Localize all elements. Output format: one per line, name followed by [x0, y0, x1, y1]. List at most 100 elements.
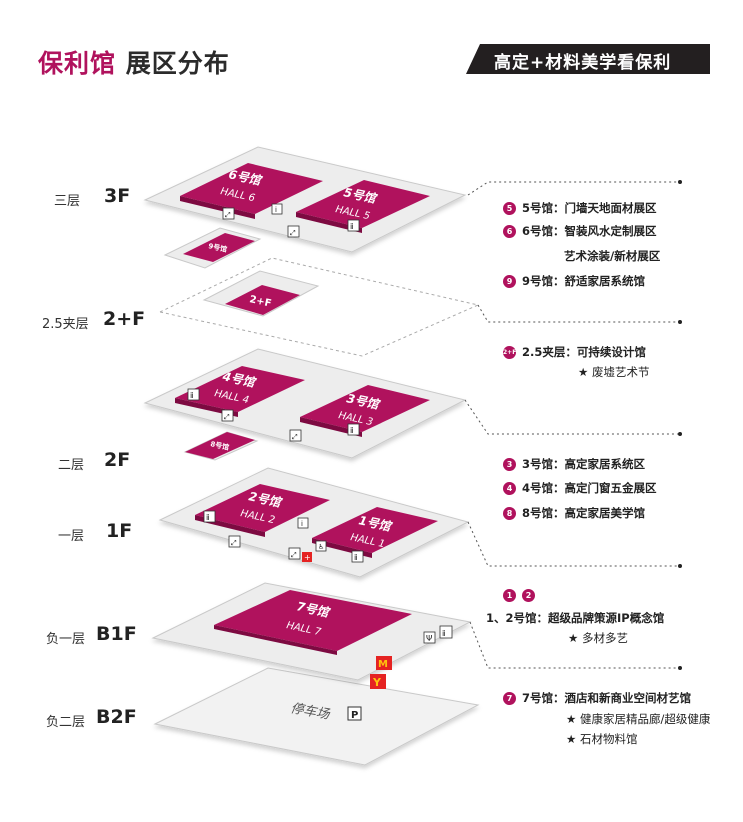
floor-code-b1f: B1F — [96, 623, 137, 645]
hall-2-plus-block — [225, 285, 300, 315]
hall-number-badge: 2 — [522, 589, 535, 602]
svg-text:+: + — [304, 553, 311, 562]
hall-5-block — [296, 180, 430, 228]
floor-label-2-5f: 2.5夹层 — [42, 317, 89, 332]
svg-text:P: P — [351, 710, 358, 721]
legend-hall-6-extra: 艺术涂装/新材展区 — [564, 249, 661, 263]
hall-number-badge: 1 — [503, 589, 516, 602]
svg-text:⤢: ⤢ — [224, 413, 230, 421]
hall-8-name: 8号馆 — [210, 439, 230, 452]
floor-label-2f: 二层 — [58, 458, 85, 473]
hall-9-name: 9号馆 — [208, 241, 228, 254]
banner-text: 高定+材料美学看保利 — [494, 53, 672, 73]
hall-1-name: 1号馆 — [357, 513, 394, 534]
floor-code-2-5f: 2+F — [103, 308, 146, 330]
connector-dots — [678, 180, 682, 670]
floor-label-3f: 三层 — [54, 194, 81, 209]
plate-1f: 2号馆 HALL 2 1号馆 HALL 1 ⅱ ⤢ ⤢ + i ♿ ⅱ — [158, 467, 470, 578]
cutlery-icon: Ψ — [423, 631, 436, 644]
info-icon: i — [297, 517, 309, 529]
svg-text:⤢: ⤢ — [225, 211, 231, 219]
hall-1-block — [312, 507, 438, 553]
hall-2-name: 2号馆 — [247, 489, 284, 510]
svg-text:ⅱ: ⅱ — [206, 513, 210, 522]
banner-shape — [466, 44, 710, 74]
plate-3f: 6号馆 HALL 6 5号馆 HALL 5 9号馆 ⤢ i ⤢ ⅱ — [143, 146, 467, 269]
floor-label-1f: 一层 — [58, 529, 85, 544]
hall-9-block — [183, 233, 255, 262]
restroom-icon: ⅱ — [203, 510, 216, 523]
hall-2-block — [195, 484, 330, 532]
hall-6-block — [180, 163, 323, 214]
hall-8-block — [185, 432, 255, 459]
svg-text:i: i — [275, 206, 277, 214]
accessibility-icon: ♿ — [315, 540, 327, 552]
escalator-icon: ⤢ — [287, 225, 300, 238]
restroom-icon: ⅱ — [347, 423, 360, 436]
svg-text:⤢: ⤢ — [292, 433, 298, 441]
legend-hall-1-2-sub: ★ 多材多艺 — [568, 631, 628, 645]
hall-2-plus-name: 2+F — [248, 294, 272, 309]
hall-7-block — [214, 590, 412, 651]
restroom-icon: ⅱ — [439, 625, 453, 639]
plate-2f: 4号馆 HALL 4 3号馆 HALL 3 8号馆 ⅱ ⤢ ⤢ ⅱ — [143, 348, 467, 461]
hall-number-badge: 3 — [503, 458, 516, 471]
hall-number-badge: 2+F — [503, 346, 516, 359]
svg-text:♿: ♿ — [318, 543, 324, 551]
hall-6-name: 6号馆 — [227, 167, 264, 188]
plate-b1f: 7号馆 HALL 7 ⅱ Ψ M Y — [151, 582, 472, 689]
restroom-icon: ⅱ — [347, 219, 360, 232]
escalator-icon: ⤢ — [228, 535, 241, 548]
page-title: 保利馆 展区分布 — [38, 44, 230, 80]
hall-5-name: 5号馆 — [342, 185, 379, 206]
slogan-banner: 高定+材料美学看保利 — [466, 44, 710, 74]
svg-text:M: M — [378, 659, 388, 670]
floor-code-3f: 3F — [104, 185, 131, 207]
legend-hall-7-sub-2: ★ 石材物料馆 — [566, 732, 638, 746]
svg-text:i: i — [301, 520, 303, 528]
connector-lines — [464, 181, 680, 669]
floor-code-b2f: B2F — [96, 706, 137, 728]
info-icon: i — [271, 203, 283, 215]
drink-icon: Y — [370, 674, 386, 689]
hall-number-badge: 6 — [503, 225, 516, 238]
svg-text:ⅱ: ⅱ — [350, 222, 354, 231]
floor-label-b1f: 负一层 — [46, 632, 86, 647]
svg-text:Y: Y — [372, 676, 382, 689]
escalator-icon: ⤢ — [289, 429, 302, 442]
svg-text:ⅱ: ⅱ — [354, 553, 358, 562]
floor-code-2f: 2F — [104, 449, 131, 471]
parking-label: 停车场 — [289, 701, 331, 723]
hall-3-name: 3号馆 — [345, 391, 382, 412]
escalator-icon: ⤢ — [221, 409, 234, 422]
svg-text:Ψ: Ψ — [426, 634, 432, 643]
restroom-icon: ⅱ — [351, 550, 364, 563]
hall-number-badge: 9 — [503, 275, 516, 288]
restroom-icon: ⅱ — [187, 388, 200, 401]
svg-text:ⅱ: ⅱ — [190, 391, 194, 400]
hall-number-badge: 5 — [503, 202, 516, 215]
escalator-icon: ⤢ — [222, 207, 235, 220]
first-aid-icon: + — [302, 552, 312, 562]
legend-hall-1-2: 1、2号馆：超级品牌策源IP概念馆 — [486, 611, 665, 625]
legend-mezzanine-sub: ★ 废墟艺术节 — [578, 365, 650, 379]
plate-2-5f: 2+F — [158, 257, 480, 357]
hall-number-badge: 8 — [503, 507, 516, 520]
svg-text:⤢: ⤢ — [291, 551, 297, 559]
hall-7-name: 7号馆 — [295, 599, 332, 620]
floor-label-b2f: 负二层 — [46, 715, 86, 730]
parking-icon: P — [347, 706, 362, 721]
svg-text:ⅱ: ⅱ — [442, 629, 446, 638]
floor-code-1f: 1F — [106, 520, 133, 542]
svg-text:ⅱ: ⅱ — [350, 426, 354, 435]
